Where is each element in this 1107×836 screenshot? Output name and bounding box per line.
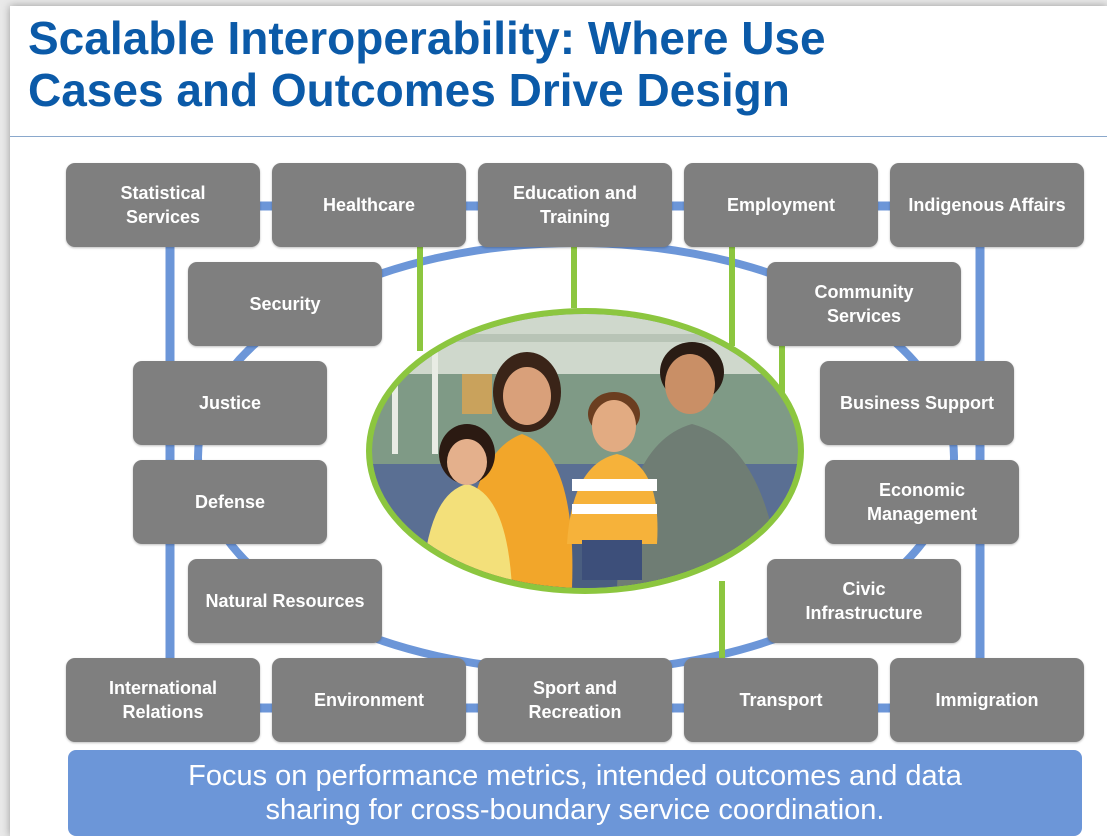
slide: Scalable Interoperability: Where Use Cas… — [10, 6, 1107, 836]
node-immigration: Immigration — [890, 658, 1084, 742]
node-security: Security — [188, 262, 382, 346]
node-justice: Justice — [133, 361, 327, 445]
node-international-relations: International Relations — [66, 658, 260, 742]
node-employment: Employment — [684, 163, 878, 247]
node-defense: Defense — [133, 460, 327, 544]
node-natural-resources: Natural Resources — [188, 559, 382, 643]
node-civic-infrastructure: Civic Infrastructure — [767, 559, 961, 643]
node-business-support: Business Support — [820, 361, 1014, 445]
node-economic-management: Economic Management — [825, 460, 1019, 544]
family-photo — [366, 308, 804, 594]
slide-title: Scalable Interoperability: Where Use Cas… — [28, 12, 826, 116]
node-statistical-services: Statistical Services — [66, 163, 260, 247]
node-environment: Environment — [272, 658, 466, 742]
family-photo-illustration — [372, 314, 798, 588]
node-community-services: Community Services — [767, 262, 961, 346]
footer-banner: Focus on performance metrics, intended o… — [68, 750, 1082, 836]
node-education-training: Education and Training — [478, 163, 672, 247]
node-transport: Transport — [684, 658, 878, 742]
node-healthcare: Healthcare — [272, 163, 466, 247]
node-sport-recreation: Sport and Recreation — [478, 658, 672, 742]
title-divider — [10, 136, 1107, 137]
node-indigenous-affairs: Indigenous Affairs — [890, 163, 1084, 247]
